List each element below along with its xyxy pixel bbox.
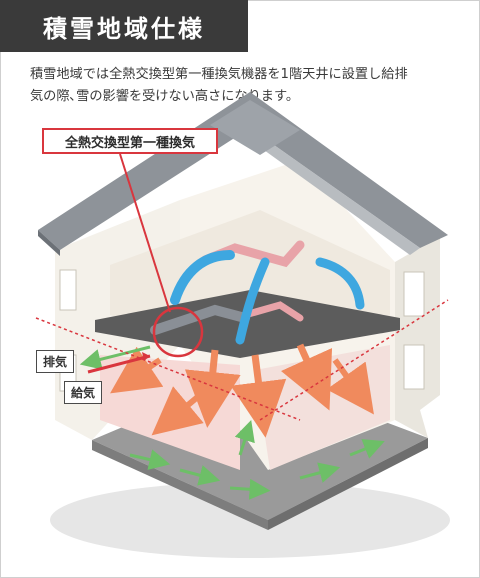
snow-line-right	[259, 299, 449, 421]
callout-pointer	[119, 153, 171, 313]
green-airflow-1	[129, 449, 171, 470]
green-airflow-6	[234, 419, 255, 456]
title-bar: 積雪地域仕様	[0, 0, 248, 52]
callout-label: 全熱交換型第一種換気	[42, 128, 218, 154]
front-window-1	[59, 269, 77, 311]
green-airflow-5	[349, 439, 385, 459]
ceiling-duct-pink	[241, 301, 304, 322]
side-wall-right	[395, 236, 440, 438]
callout-circle	[152, 306, 204, 358]
roof-edge-left	[38, 230, 60, 256]
blue-airflow-3	[315, 257, 365, 310]
description-text: 積雪地域では全熱交換型第一種換気機器を1階天井に設置し給排 気の際､雪の影響を受…	[30, 67, 408, 104]
orange-airflow-1	[184, 349, 241, 428]
roof-underside	[250, 128, 420, 255]
slab-edge-front	[92, 440, 268, 530]
exhaust-arrow	[79, 345, 151, 370]
orange-airflow-3	[280, 343, 333, 411]
roof-ridge	[210, 100, 300, 155]
orange-airflow-6	[326, 358, 374, 415]
blue-airflow-1	[170, 250, 235, 305]
supply-arrow-line	[87, 354, 151, 374]
ventilation-unit	[150, 304, 250, 335]
green-airflow-3	[229, 478, 271, 500]
supply-arrow-head	[142, 352, 150, 361]
side-window-1	[403, 271, 425, 317]
snow-line-left	[35, 317, 301, 421]
supply-tag: 給気	[64, 381, 103, 404]
green-airflow-2	[179, 465, 221, 486]
green-airflow-4	[299, 462, 341, 483]
orange-airflow-2	[230, 354, 287, 438]
orange-airflow-5	[151, 386, 204, 436]
exhaust-tag: 排気	[36, 350, 75, 373]
slab-edge-side	[268, 438, 428, 530]
side-window-2	[403, 344, 425, 390]
blue-airflow-2	[235, 257, 270, 345]
page-title: 積雪地域仕様	[43, 14, 205, 43]
